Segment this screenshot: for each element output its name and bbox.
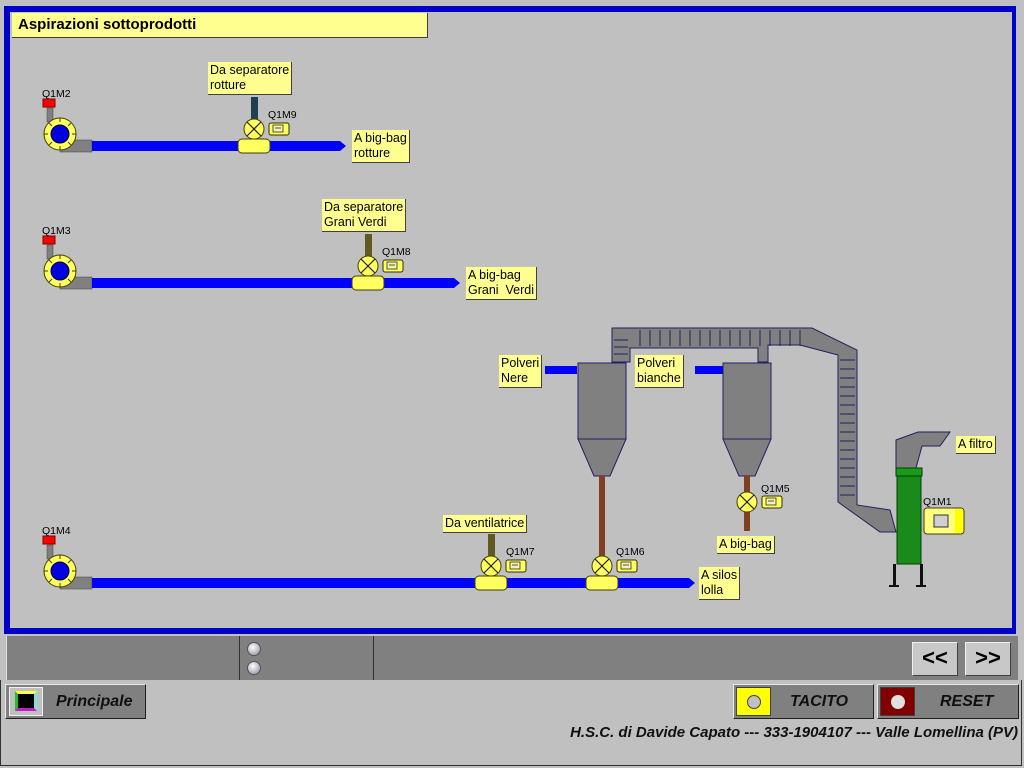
valve-tag: Q1M8 [382, 246, 411, 258]
valve-q1m6[interactable] [591, 555, 613, 577]
tacito-label: TACITO [790, 693, 849, 710]
cyclone-nere [545, 362, 627, 558]
fan-tag: Q1M4 [42, 525, 71, 537]
valve-tag: Q1M5 [761, 483, 790, 495]
line-lolla [42, 534, 695, 591]
cyclone-bianche [695, 362, 783, 531]
motor-q1m6-icon[interactable] [616, 559, 638, 573]
status-led-2 [247, 661, 261, 675]
label-da-separatore-grani: Da separatore Grani Verdi [322, 199, 407, 232]
page-title: Aspirazioni sottoprodotti [12, 13, 428, 38]
fan-tag: Q1M3 [42, 225, 71, 237]
footer-credits: H.S.C. di Davide Capato --- 333-1904107 … [570, 724, 1018, 741]
status-cell-leds [240, 636, 374, 680]
valve-q1m7[interactable] [480, 555, 502, 577]
status-led-1 [247, 642, 261, 656]
line-grani-verdi [42, 234, 460, 291]
coupler-q1m9 [237, 138, 271, 154]
motor-q1m5-icon[interactable] [761, 495, 783, 509]
label-silos-lolla: A silos lolla [699, 567, 741, 600]
reset-icon [880, 687, 915, 716]
valve-tag: Q1M9 [268, 109, 297, 121]
reset-button[interactable]: RESET [877, 684, 1019, 719]
label-big-bag-rotture: A big-bag rotture [352, 130, 410, 163]
coupler-q1m7 [474, 575, 508, 591]
fan-tag: Q1M1 [923, 496, 952, 508]
prev-page-button[interactable]: << [912, 642, 958, 676]
label-a-filtro: A filtro [956, 436, 996, 454]
fan-q1m4-status-indicator [42, 535, 56, 545]
duct [611, 327, 951, 533]
bottom-area [0, 680, 1022, 766]
coupler-q1m8 [351, 275, 385, 291]
home-icon [9, 687, 43, 716]
motor-q1m8-icon[interactable] [382, 259, 404, 273]
valve-q1m9[interactable] [243, 118, 265, 140]
fan-q1m4[interactable] [43, 554, 77, 588]
label-polveri-nere: Polveri Nere [499, 355, 543, 388]
label-big-bag-grani: A big-bag Grani Verdi [466, 267, 538, 300]
reset-label: RESET [940, 693, 994, 710]
principale-label: Principale [56, 693, 133, 710]
principale-button[interactable]: Principale [5, 684, 146, 719]
fan-tag: Q1M2 [42, 88, 71, 100]
fan-q1m3[interactable] [43, 254, 77, 288]
status-bar [6, 636, 1018, 680]
coupler-q1m6 [585, 575, 619, 591]
motor-q1m9-icon[interactable] [268, 122, 290, 136]
tacito-icon [736, 687, 771, 716]
next-page-button[interactable]: >> [965, 642, 1011, 676]
fan-q1m2[interactable] [43, 117, 77, 151]
valve-tag: Q1M6 [616, 546, 645, 558]
valve-tag: Q1M7 [506, 546, 535, 558]
valve-q1m5[interactable] [736, 491, 758, 513]
main-fan-q1m1[interactable] [889, 467, 965, 587]
process-diagram [42, 97, 965, 591]
label-da-ventilatrice: Da ventilatrice [443, 515, 528, 533]
duct-ribs [614, 330, 855, 496]
label-a-big-bag: A big-bag [717, 536, 775, 554]
label-da-separatore-rotture: Da separatore rotture [208, 62, 293, 95]
label-polveri-bianche: Polveri bianche [635, 355, 684, 388]
tacito-button[interactable]: TACITO [733, 684, 874, 719]
status-cell-1 [6, 636, 240, 680]
fan-q1m3-status-indicator [42, 235, 56, 245]
valve-q1m8[interactable] [357, 255, 379, 277]
motor-q1m7-icon[interactable] [505, 559, 527, 573]
fan-q1m2-status-indicator [42, 98, 56, 108]
line-rotture [42, 97, 346, 154]
